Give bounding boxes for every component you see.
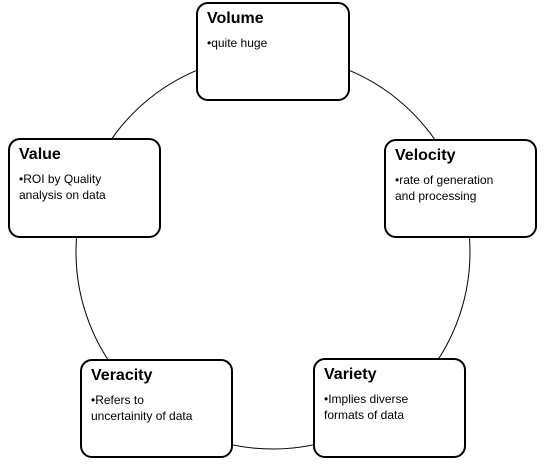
value-box: Value •ROI by Quality analysis on data [8, 138, 161, 238]
veracity-title: Veracity [91, 367, 153, 384]
volume-box: Volume •quite huge [196, 2, 350, 101]
velocity-title: Velocity [395, 147, 456, 164]
veracity-box: Veracity •Refers to uncertainity of data [80, 359, 233, 458]
variety-box: Variety •Implies diverse formats of data [313, 358, 466, 458]
volume-text: •quite huge [207, 36, 268, 50]
variety-title: Variety [324, 366, 377, 383]
velocity-text: •rate of generation and processing [395, 173, 494, 203]
veracity-text: •Refers to uncertainity of data [91, 393, 193, 423]
variety-text: •Implies diverse formats of data [324, 392, 409, 422]
velocity-box: Velocity •rate of generation and process… [384, 139, 537, 238]
value-title: Value [19, 146, 61, 163]
volume-title: Volume [207, 10, 264, 27]
value-text: •ROI by Quality analysis on data [19, 172, 106, 202]
